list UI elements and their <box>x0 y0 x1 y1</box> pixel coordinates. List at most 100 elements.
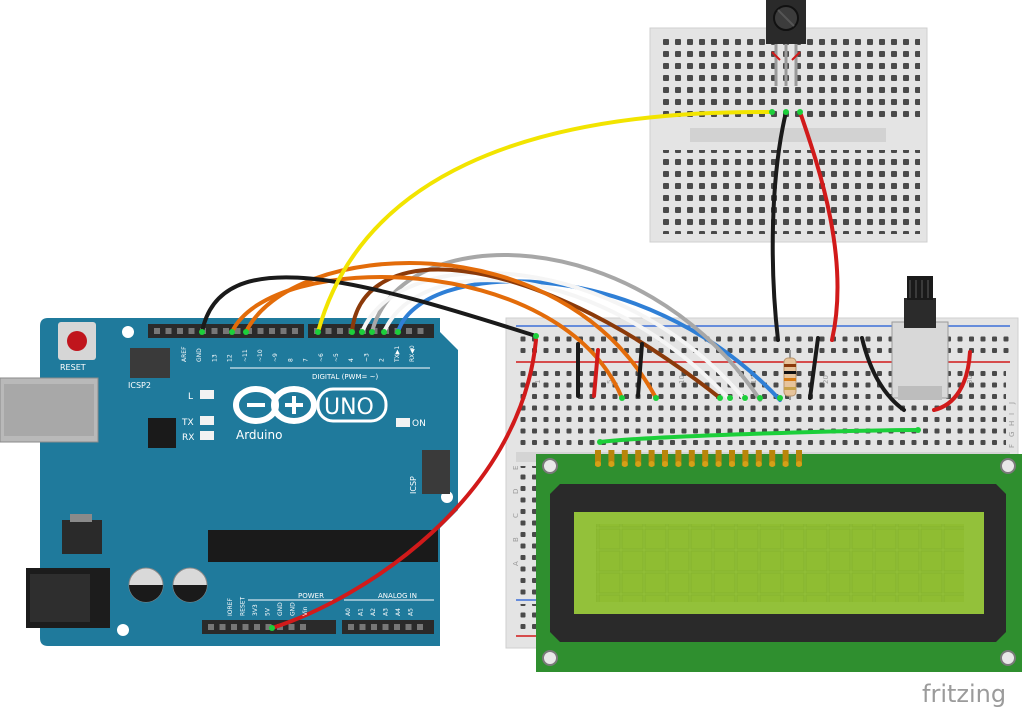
lcd-pin <box>742 450 749 466</box>
analog-label: ANALOG IN <box>378 592 417 600</box>
lcd-pin-pad <box>729 461 735 467</box>
lcd-pin <box>635 450 642 466</box>
lcd-pin <box>608 450 615 466</box>
brand-label: Arduino <box>236 428 282 442</box>
header-pin <box>265 624 272 630</box>
header-pin <box>406 328 412 334</box>
wire-endpoint <box>315 329 321 335</box>
breadboard-column-number: 30 <box>966 375 974 384</box>
wire-endpoint <box>653 395 659 401</box>
header-pin <box>337 328 343 334</box>
header-pin <box>211 328 218 334</box>
header-pin <box>242 624 249 630</box>
digital-pin-label: 12 <box>227 354 234 362</box>
header-pin <box>348 624 354 630</box>
lcd-pin-pad <box>755 461 762 467</box>
digital-pin-label: ~9 <box>272 353 279 362</box>
lcd-pin <box>782 450 789 466</box>
wire-red-pot <box>932 350 972 412</box>
potentiometer <box>891 276 949 400</box>
lcd-pin-pad <box>675 461 682 467</box>
wire-endpoint <box>742 395 748 401</box>
header-pin <box>359 624 366 630</box>
digital-pin-label: 2 <box>379 358 386 362</box>
arduino-uno-board <box>0 318 458 646</box>
power-pin-label: 5V <box>265 607 272 616</box>
header-pin <box>269 328 275 334</box>
analog-pin-label: A3 <box>383 608 390 616</box>
analog-pin-label: A2 <box>370 608 377 616</box>
lcd-pin <box>729 450 735 466</box>
digital-pin-label: ~5 <box>333 353 340 362</box>
breadboard-row-label: F <box>1008 444 1016 448</box>
power-pin-label: GND <box>277 602 284 616</box>
header-pin <box>231 624 237 630</box>
lcd-pin-pad <box>608 461 615 467</box>
breadboard-row-label: E <box>512 466 520 470</box>
digital-pin-label: ~6 <box>318 353 325 362</box>
lcd-pin-pad <box>715 461 722 467</box>
digital-pin-label: RX◀0 <box>409 345 416 362</box>
wire-endpoints <box>199 109 921 631</box>
header-pin <box>254 624 260 630</box>
wire-orange-d12 <box>230 274 624 400</box>
digital-pin-label: ~3 <box>363 353 370 362</box>
lcd-pin <box>648 450 655 466</box>
header-pin <box>188 328 195 334</box>
lcd-pin-pad <box>769 461 776 467</box>
wire-endpoint <box>369 329 375 335</box>
lcd-pin <box>796 450 802 466</box>
wire-endpoint <box>769 109 775 115</box>
wire-endpoint <box>359 329 365 335</box>
wire-endpoint <box>717 395 723 401</box>
header-pin <box>405 624 412 630</box>
breadboard-column-number: 5 <box>606 380 614 384</box>
wire-endpoint <box>229 329 235 335</box>
wire-endpoint <box>243 329 249 335</box>
analog-pin-label: A4 <box>395 608 402 616</box>
ir-receiver-sensor <box>766 0 806 86</box>
led-tx-label: TX <box>181 418 194 428</box>
fritzing-watermark: fritzing <box>922 680 1006 708</box>
lcd-pin-pad <box>595 461 601 467</box>
lcd-pin <box>662 450 668 466</box>
mini-breadboard <box>649 27 928 243</box>
power-pin-label: 3V3 <box>252 604 259 616</box>
power-pin-label: RESET <box>240 596 247 616</box>
analog-pin-label: A1 <box>358 608 365 616</box>
power-label: POWER <box>298 592 324 600</box>
header-pin <box>223 328 229 334</box>
digital-pin-label: AREF <box>181 346 188 362</box>
lcd-pin-pad <box>702 461 709 467</box>
wire-black-jumper-2 <box>636 342 644 398</box>
breadboard-column-number: 10 <box>678 375 686 384</box>
breadboard-row-label: H <box>1008 421 1016 426</box>
digital-pin-label: 13 <box>211 354 218 362</box>
header-pin <box>234 328 241 334</box>
breadboard-row-label: D <box>512 489 520 494</box>
lcd-pin-pad <box>662 461 668 467</box>
header-pin <box>382 624 389 630</box>
header-pin <box>394 624 400 630</box>
lcd-pin <box>755 450 762 466</box>
digital-pin-label: ~10 <box>257 349 264 362</box>
header-pin <box>417 624 423 630</box>
analog-pin-label: A5 <box>408 608 415 616</box>
wire-white-d4 <box>360 270 747 402</box>
resistor <box>783 350 797 400</box>
header-pin <box>219 624 226 630</box>
led-rx-label: RX <box>182 433 194 443</box>
wire-endpoint <box>381 329 387 335</box>
header-pin <box>280 328 287 334</box>
wire-endpoint <box>533 333 539 339</box>
header-pin <box>257 328 264 334</box>
header-pin <box>292 328 298 334</box>
header-pin <box>208 624 214 630</box>
lcd-16x2-display <box>536 450 1022 672</box>
header-pin <box>325 328 332 334</box>
analog-pin-label: A0 <box>345 608 352 616</box>
lcd-pin-pad <box>782 461 789 467</box>
led-l-label: L <box>188 392 193 402</box>
lcd-pin-pad <box>796 461 802 467</box>
